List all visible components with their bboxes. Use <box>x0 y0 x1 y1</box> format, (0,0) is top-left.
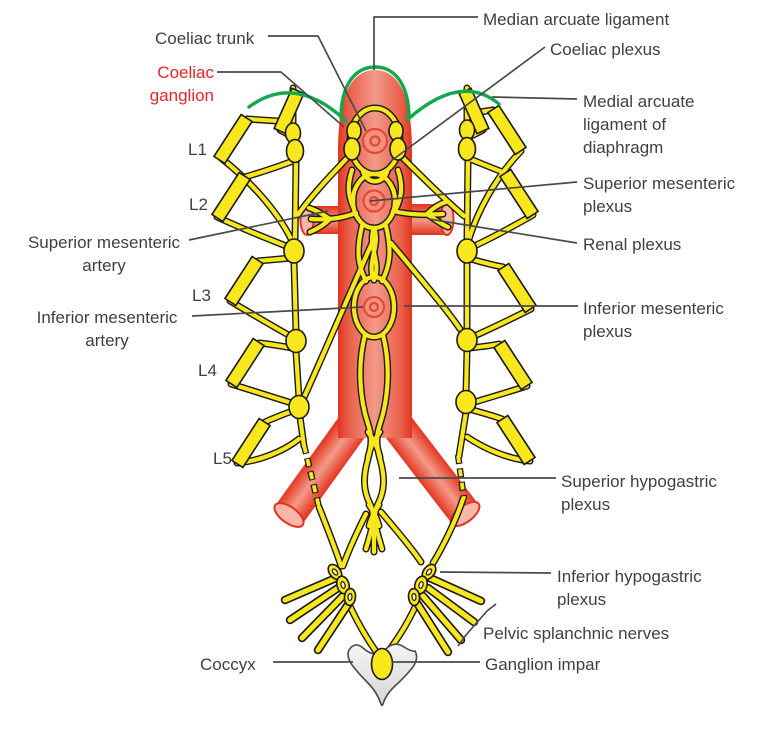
right-medial-arcuate-ligament-arc <box>405 89 501 122</box>
ganglion-impar <box>370 647 394 681</box>
leader-inferior-hypogastric-plexus <box>439 571 552 574</box>
leader-coeliac-ganglion <box>217 71 345 128</box>
label-ganglion-impar: Ganglion impar <box>485 655 601 674</box>
label-inferior-mesenteric-plexus: Inferior mesenteric plexus <box>583 299 724 341</box>
left-inferior-hypogastric-plexus <box>327 563 357 607</box>
label-coeliac-ganglion: Coeliac ganglion <box>149 63 214 105</box>
label-vertebra-l3: L3 <box>192 286 211 305</box>
leader-renal-plexus <box>428 218 578 244</box>
left-rami-bars <box>210 87 305 469</box>
label-superior-mesenteric-artery: Superior mesenteric artery <box>27 233 181 275</box>
leader-superior-mesenteric-plexus <box>369 181 578 202</box>
pelvic-splanchnic-bracket <box>457 603 497 647</box>
label-coeliac-plexus: Coeliac plexus <box>550 40 661 59</box>
label-vertebra-l4: L4 <box>198 361 217 380</box>
left-medial-arcuate-ligament-arc <box>247 91 348 123</box>
leader-coeliac-plexus <box>390 46 546 162</box>
label-superior-mesenteric-plexus: Superior mesenteric plexus <box>583 174 736 216</box>
left-iliac-cut-face <box>273 502 305 528</box>
inferior-mesenteric-stump <box>362 295 386 319</box>
label-vertebra-l5: L5 <box>213 449 232 468</box>
label-coccyx: Coccyx <box>200 655 256 674</box>
left-chain-ganglia <box>283 122 310 420</box>
label-pelvic-splanchnic-nerves: Pelvic splanchnic nerves <box>483 624 670 643</box>
right-chain-ganglia <box>455 119 478 415</box>
leader-superior-mesenteric-artery <box>188 210 329 241</box>
leader-medial-arcuate <box>491 96 578 100</box>
label-medial-arcuate-ligament: Medial arcuate ligament of diaphragm <box>583 92 695 157</box>
label-coeliac-trunk: Coeliac trunk <box>155 29 255 48</box>
nerve-system <box>210 87 540 707</box>
arcuate-ligaments <box>247 65 501 123</box>
leader-lines <box>188 16 578 663</box>
label-superior-hypogastric-plexus: Superior hypogastric plexus <box>561 472 717 514</box>
label-vertebra-l2: L2 <box>189 195 208 214</box>
leader-inferior-mesenteric-artery <box>191 306 364 317</box>
leader-coeliac-trunk <box>268 35 367 132</box>
pelvic-splanchnic-nerve-rays <box>285 578 481 652</box>
right-inferior-hypogastric-plexus <box>407 563 437 607</box>
label-inferior-hypogastric-plexus: Inferior hypogastric plexus <box>557 567 702 609</box>
label-vertebra-l1: L1 <box>188 140 207 159</box>
label-median-arcuate-ligament: Median arcuate ligament <box>483 10 670 29</box>
coeliac-ganglia <box>343 120 407 161</box>
median-arcuate-ligament-arc <box>339 65 411 120</box>
label-inferior-mesenteric-artery: Inferior mesenteric artery <box>36 308 178 350</box>
label-renal-plexus: Renal plexus <box>583 235 682 254</box>
right-rami-bars <box>458 87 540 466</box>
leader-median-arcuate <box>373 16 478 70</box>
coeliac-trunk-stump <box>361 127 389 155</box>
